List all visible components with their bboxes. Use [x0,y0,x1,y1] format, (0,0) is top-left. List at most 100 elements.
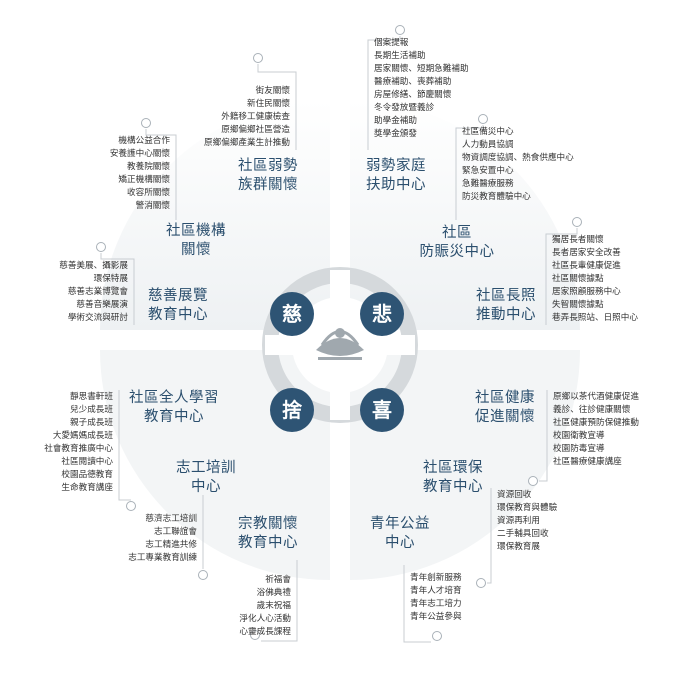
group-item: 警消關懷 [136,199,171,211]
connector-dot [478,114,488,124]
group-item: 個案提報 [374,36,409,48]
group-item: 校園衛教宣導 [553,429,605,441]
connector-line [261,560,298,642]
group-item: 慈善志業博覽會 [68,285,129,297]
group-item: 教養院關懷 [127,160,170,172]
group-title: 教育中心 [423,478,483,495]
group-item: 二手輔具回收 [497,527,549,539]
group-item: 房屋修繕、節慶關懷 [374,88,452,100]
connector-line [545,228,578,325]
group-title: 社區長照 [476,287,536,304]
connector-dot [126,501,136,511]
group-item: 志工聯誼會 [154,525,197,537]
center-char-xi: 喜 [360,388,404,432]
group-title: 關懷 [181,241,211,258]
group-item: 收容所關懷 [127,186,170,198]
group-item: 原鄉以茶代酒健康促進 [553,390,639,402]
connector-line [367,36,401,150]
group-title: 中心 [385,534,415,551]
group-title: 教育中心 [148,306,208,323]
group-environment: 社區環保教育中心資源回收環保教育與體驗資源再利用二手輔具回收環保教育展 [423,459,558,588]
group-title: 促進關懷 [475,408,535,425]
connector-dot [141,118,151,128]
group-title: 志工培訓 [176,459,236,476]
group-item: 獨居長者關懷 [552,233,604,245]
group-item: 環保教育展 [497,540,540,552]
group-item: 居家照顧服務中心 [552,285,621,297]
group-item: 大愛媽媽成長班 [53,429,114,441]
svg-text:喜: 喜 [372,398,392,422]
group-disadvantaged-aid: 弱勢家庭扶助中心個案提報長期生活補助居家關懷、短期急難補助醫療補助、喪葬補助房屋… [366,25,469,193]
group-item: 社區備災中心 [462,125,514,137]
group-item: 校園品德教育 [61,468,113,480]
group-item: 社區長輩健康促進 [552,259,621,271]
svg-text:悲: 悲 [372,302,392,326]
quadrant-backgrounds [100,100,580,580]
group-item: 緊急安置中心 [462,164,514,176]
group-item: 資源回收 [497,488,532,500]
connector-dot [572,217,582,227]
group-item: 外籍移工健康檢查 [221,110,290,122]
group-item: 青年創新服務 [410,571,462,583]
group-title: 社區 [442,224,472,241]
connector-dot [253,53,263,63]
group-item: 防災教育體驗中心 [462,190,531,202]
group-item: 青年公益參與 [410,610,462,622]
group-item: 祈福會 [265,573,291,585]
connector-line [100,253,135,325]
group-item: 機構公益合作 [118,134,170,146]
group-item: 慈濟志工培訓 [145,512,197,524]
group-item: 社區醫療健康講座 [553,455,622,467]
group-item: 環保特展 [94,272,129,284]
group-longterm-care: 社區長照推動中心獨居長者關懷長者居家安全改善社區長輩健康促進社區關懷據點居家照顧… [476,217,638,325]
group-item: 矯正機構關懷 [118,173,170,185]
connector-line [257,64,297,150]
group-item: 青年志工培力 [410,597,462,609]
group-item: 醫療補助、喪葬補助 [374,75,451,87]
group-item: 居家關懷、短期急難補助 [374,62,469,74]
connector-line [118,390,131,501]
connector-dot [198,570,208,580]
group-item: 社會教育推廣中心 [44,442,113,454]
group-title: 弱勢家庭 [366,157,426,174]
group-title: 社區環保 [423,459,483,476]
group-title: 推動中心 [476,306,536,323]
connector-dot [432,631,442,641]
group-title: 教育中心 [144,408,204,425]
group-item: 志工專業教育訓練 [128,551,197,563]
lotus-emblem-icon [316,328,364,360]
group-item: 生命教育講座 [61,481,113,493]
connector-line [145,129,177,220]
group-disaster: 社區防賑災中心社區備災中心人力動員協調物資調度協調、熱食供應中心緊急安置中心急難… [420,114,574,260]
group-item: 長期生活補助 [374,49,426,61]
group-title: 慈善展覽 [148,287,208,304]
group-item: 淨化人心活動 [239,612,291,624]
group-title: 社區弱勢 [238,157,298,174]
group-item: 浴佛典禮 [257,586,292,598]
group-item: 慈善音樂展演 [76,298,128,310]
group-item: 心靈成長課程 [239,625,291,637]
group-item: 志工精進共修 [145,538,197,550]
connector-line [487,488,492,584]
group-title: 社區全人學習 [129,388,219,406]
group-item: 歲末祝福 [257,599,292,611]
group-title: 社區健康 [475,389,535,406]
group-item: 長者居家安全改善 [552,246,621,258]
group-item: 兒少成長班 [70,403,113,415]
center-char-she: 捨 [270,388,314,432]
group-item: 青年人才培育 [410,584,462,596]
connector-dot [476,578,486,588]
group-item: 人力動員協調 [462,138,514,150]
group-item: 學術交流與研討 [68,311,129,323]
connector-line [539,390,548,482]
group-item: 環保教育與體驗 [497,501,558,513]
group-title: 族群關懷 [238,176,298,193]
group-item: 巷弄長照站、日照中心 [552,311,638,323]
group-item: 社區閱讀中心 [61,455,113,467]
group-item: 急難醫療服務 [462,177,514,189]
connector-dot [395,25,405,35]
group-item: 失智關懷據點 [552,298,604,310]
